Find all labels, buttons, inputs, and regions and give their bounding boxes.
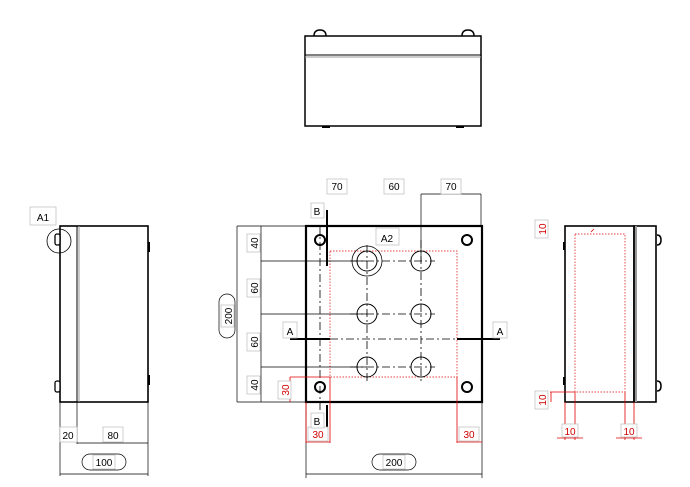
dim-left-labels: 40 60 60 40 200 — [218, 233, 261, 395]
dim-70-right: 70 — [445, 182, 457, 193]
dim-10-top: 10 — [538, 223, 549, 235]
section-a-left: A — [287, 327, 294, 338]
dim-100: 100 — [96, 458, 113, 469]
dim-60-upper: 60 — [250, 282, 261, 294]
dim-40-top: 40 — [250, 237, 261, 249]
section-b-top: B — [314, 207, 321, 218]
cable-gland-holes — [319, 226, 457, 410]
corner-holes — [314, 234, 473, 393]
top-view — [304, 29, 482, 128]
dim-60-center: 60 — [388, 182, 400, 193]
dim-30-left: 30 — [281, 384, 292, 396]
section-lines — [290, 210, 500, 440]
right-view: 10 10 10 10 — [534, 219, 662, 440]
dim-40-bottom: 40 — [250, 379, 261, 391]
detail-a1-label: A1 — [37, 213, 50, 224]
dim-10-right-foot: 10 — [623, 427, 635, 438]
detail-a1-circle — [46, 228, 72, 254]
dim-top-labels: 70 60 70 — [326, 178, 462, 195]
dim-20: 20 — [62, 431, 74, 442]
dim-60-lower: 60 — [250, 336, 261, 348]
red-dim-labels: 30 30 30 — [277, 380, 480, 442]
dim-70-left: 70 — [331, 182, 343, 193]
left-view: A1 20 80 100 — [29, 206, 150, 476]
dim-10-bottom: 10 — [538, 394, 549, 406]
section-a-right: A — [497, 327, 504, 338]
detail-a2-label: A2 — [381, 234, 394, 245]
dim-overall-height: 200 — [224, 307, 235, 324]
dim-30-bottom-left: 30 — [312, 430, 324, 441]
dim-30-bottom-right: 30 — [463, 430, 475, 441]
front-view: 40 60 60 40 200 70 60 70 200 30 — [218, 178, 508, 478]
dim-overall-width: 200 — [386, 458, 403, 469]
section-labels: B B A A A2 — [282, 202, 508, 429]
dim-80: 80 — [107, 431, 119, 442]
section-b-bottom: B — [314, 417, 321, 428]
dim-10-left-foot: 10 — [564, 427, 576, 438]
overall-width-label: 200 — [371, 453, 417, 471]
